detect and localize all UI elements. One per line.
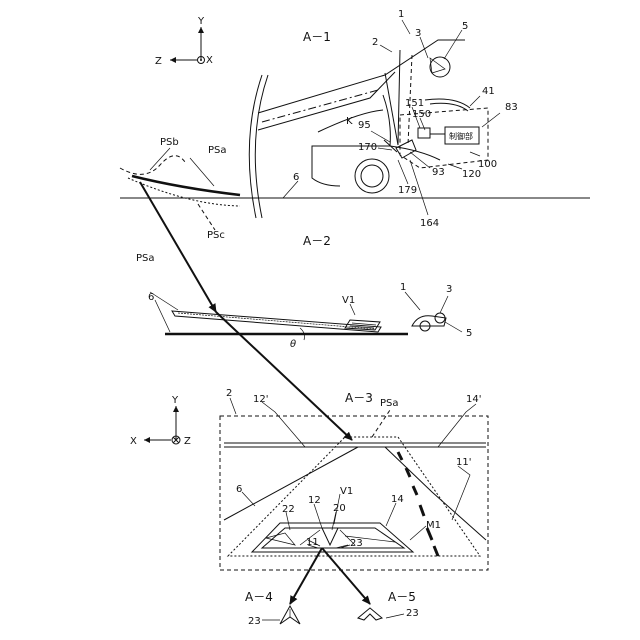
ref-3: 3	[415, 28, 421, 39]
marker-shape-a5	[358, 608, 404, 620]
ref-151: 151	[405, 98, 424, 109]
ps-a-label-a2: PSa	[136, 253, 155, 264]
panel-label-a4: A－4	[245, 590, 273, 604]
ps-a-label-a3: PSa	[380, 398, 399, 409]
axis-x-label: X	[206, 55, 213, 66]
ref-22: 22	[282, 504, 295, 515]
ref-14p: 14'	[466, 394, 481, 405]
side-layout-a2	[150, 292, 462, 340]
axis-z-label: Z	[155, 56, 162, 67]
ref-83: 83	[505, 102, 518, 113]
ref-93: 93	[432, 167, 445, 178]
ref-5: 5	[462, 21, 468, 32]
panel-label-a2: A－2	[303, 234, 331, 248]
connector-arrows	[140, 182, 370, 604]
control-unit-label: 制御部	[449, 131, 473, 141]
v1-label-a2: V1	[342, 295, 355, 306]
ref-1: 1	[398, 9, 404, 20]
panel-label-a5: A－5	[388, 590, 416, 604]
ref-95: 95	[358, 120, 371, 131]
ref-170: 170	[358, 142, 377, 153]
ref-5-a2: 5	[466, 328, 472, 339]
theta-label: θ	[290, 339, 296, 350]
ps-c-label: PSc	[207, 230, 225, 241]
m1-label: M1	[426, 520, 441, 531]
ref-23-a5: 23	[406, 608, 419, 619]
ref-120: 120	[462, 169, 481, 180]
ref-k: K	[346, 116, 353, 127]
ref-12: 12	[308, 495, 321, 506]
ref-2: 2	[372, 37, 378, 48]
ref-179: 179	[398, 185, 417, 196]
ref-14: 14	[391, 494, 404, 505]
v1-label-a3: V1	[340, 486, 353, 497]
ps-b-label: PSb	[160, 137, 179, 148]
ref-20: 20	[333, 503, 346, 514]
marker-shape-a4	[262, 606, 300, 624]
ref-23-a4: 23	[248, 616, 261, 627]
ref-164: 164	[420, 218, 439, 229]
axes-bottom: Y X Z	[130, 395, 191, 447]
ps-a-label: PSa	[208, 145, 227, 156]
panel-label-a1: A－1	[303, 30, 331, 44]
panel-label-a3: A－3	[345, 391, 373, 405]
projection-surfaces	[120, 148, 240, 230]
ref-11p: 11'	[456, 457, 471, 468]
ref-6-a2: 6	[148, 292, 154, 303]
ref-12p: 12'	[253, 394, 268, 405]
axis-y-label-bottom: Y	[171, 395, 179, 406]
ref-150: 150	[412, 109, 431, 120]
ref-41: 41	[482, 86, 495, 97]
axis-y-label: Y	[197, 16, 205, 27]
ref-1-a2: 1	[400, 282, 406, 293]
ref-2-a3: 2	[226, 388, 232, 399]
axis-x-label-bottom: X	[130, 436, 137, 447]
ref-6-a3: 6	[236, 484, 242, 495]
ref-3-a2: 3	[446, 284, 452, 295]
ref-23-a3: 23	[350, 538, 363, 549]
ref-6-a1: 6	[293, 172, 299, 183]
axes-top: Y Z X	[155, 16, 213, 67]
ref-11: 11	[306, 537, 319, 548]
axis-z-label-bottom: Z	[184, 436, 191, 447]
